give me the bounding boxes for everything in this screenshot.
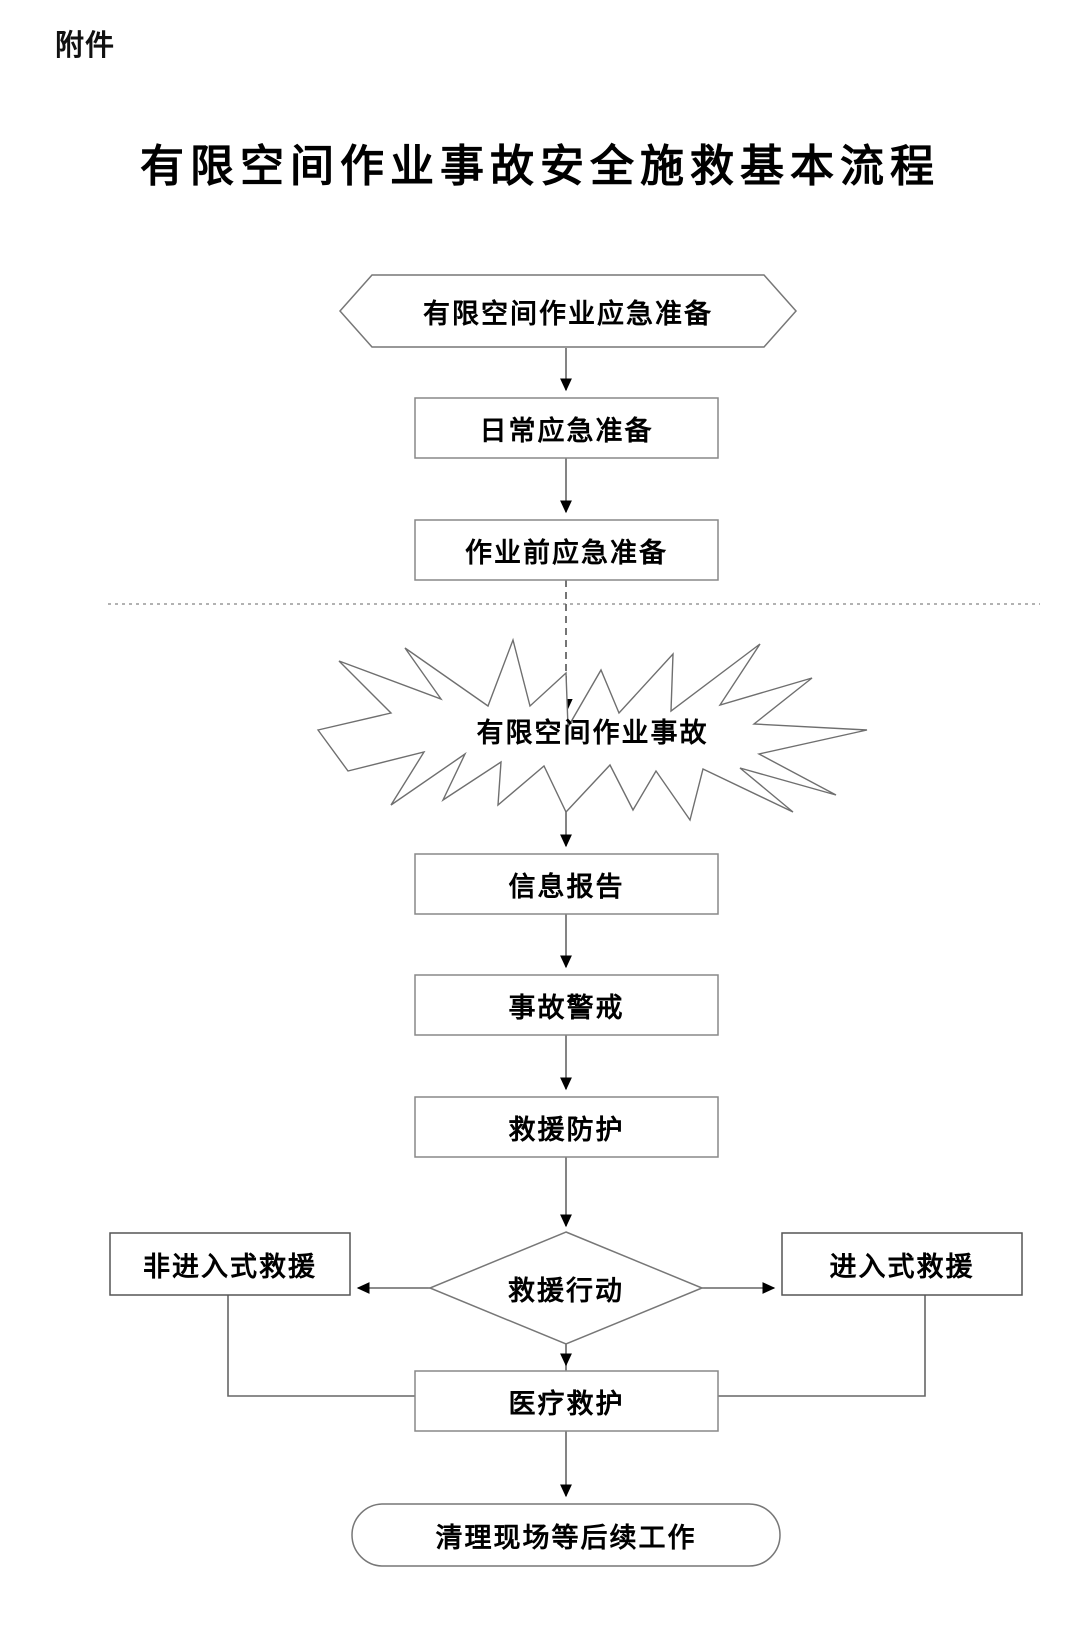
node-medical-aid-shape[interactable] [414, 1370, 719, 1432]
node-cleanup-shape[interactable] [351, 1503, 781, 1567]
node-daily-prep-shape[interactable] [414, 397, 719, 459]
node-daily-prep[interactable] [415, 398, 718, 458]
node-info-report-shape[interactable] [414, 853, 719, 915]
node-pre-work-prep-shape[interactable] [414, 519, 719, 581]
node-accident-shape[interactable] [316, 637, 868, 822]
node-start[interactable] [340, 275, 796, 347]
node-cleanup[interactable] [352, 1504, 780, 1566]
node-rescue-action-shape[interactable] [428, 1231, 704, 1345]
node-cordon-shape[interactable] [414, 974, 719, 1036]
node-medical-aid[interactable] [415, 1371, 718, 1431]
node-rescue-protection-shape[interactable] [414, 1096, 719, 1158]
node-entry-rescue-shape[interactable] [781, 1232, 1023, 1296]
attachment-label: 附件 [55, 30, 116, 62]
node-accident-cordon[interactable] [415, 975, 718, 1035]
node-start-shape[interactable] [338, 274, 798, 348]
node-non-entry-rescue-shape[interactable] [109, 1232, 351, 1296]
node-accident[interactable] [400, 690, 780, 770]
page-title: 有限空间作业事故安全施救基本流程 [140, 142, 940, 191]
node-info-report[interactable] [415, 854, 718, 914]
node-rescue-protection[interactable] [415, 1097, 718, 1157]
node-entry-rescue[interactable] [782, 1233, 1022, 1295]
node-non-entry-rescue[interactable] [110, 1233, 350, 1295]
node-pre-work-prep[interactable] [415, 520, 718, 580]
node-rescue-action[interactable] [462, 1258, 670, 1318]
